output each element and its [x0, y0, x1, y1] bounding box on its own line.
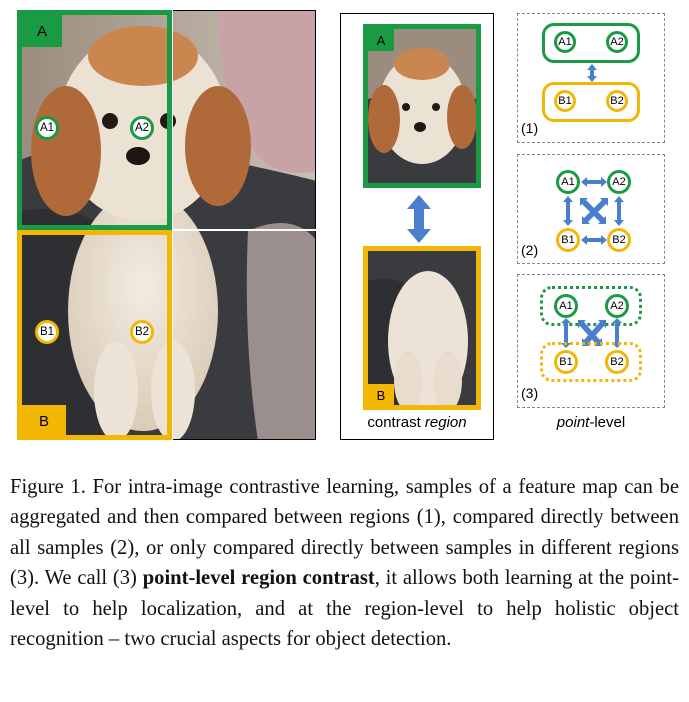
point-level-caption-plain: -level [589, 414, 626, 431]
crop-b-label: B [368, 384, 394, 406]
panel1-point-a2: A2 [606, 31, 628, 53]
caption-bold-term: point-level region contrast [142, 567, 375, 590]
panel2-arrows [563, 177, 624, 245]
panel1-number: (1) [521, 120, 539, 136]
region-b-label: B [22, 405, 66, 437]
panel2-point-a2: A2 [607, 170, 631, 194]
panel1-arrow [587, 64, 597, 82]
point-a1: A1 [35, 116, 59, 140]
dog-photo-illustration [18, 11, 315, 439]
point-level-caption: point-level [517, 414, 665, 431]
point-b1: B1 [35, 320, 59, 344]
contrast-region-caption-italic: region [424, 414, 467, 431]
crop-a-image [368, 29, 476, 183]
caption-text-1: Figure 1. For intra-image contrastive le… [10, 476, 679, 590]
region-b-outline [17, 230, 172, 440]
point-level-caption-italic: point [556, 414, 590, 431]
panel3-arrows [561, 318, 622, 348]
crop-a-label: A [368, 29, 394, 51]
panel1-point-b1: B1 [554, 90, 576, 112]
panel1-point-b2: B2 [606, 90, 628, 112]
panel3-number: (3) [521, 385, 539, 401]
grid-vertical-line [171, 10, 173, 440]
point-b2: B2 [130, 320, 154, 344]
panel3-point-b1: B1 [554, 350, 578, 374]
crop-b-image [368, 251, 476, 405]
panel3-point-b2: B2 [605, 350, 629, 374]
panel3-group-b [540, 342, 642, 382]
dog-photo [17, 10, 316, 440]
figure-caption: Figure 1. For intra-image contrastive le… [10, 472, 679, 654]
region-a-outline [17, 10, 172, 230]
contrast-region-panel [340, 13, 494, 440]
crop-b [363, 246, 481, 410]
region-a-label: A [22, 15, 62, 47]
contrast-region-caption-plain: contrast [367, 414, 425, 431]
panel3-point-a1: A1 [554, 294, 578, 318]
panel1-group-a [542, 23, 640, 63]
panel1-group-b [542, 82, 640, 122]
panel2-point-b1: B1 [556, 228, 580, 252]
panel2-number: (2) [521, 242, 539, 258]
panel2-point-a1: A1 [556, 170, 580, 194]
double-arrow-vertical [407, 195, 431, 243]
contrast-region-caption: contrast region [340, 414, 494, 431]
panel2-point-b2: B2 [607, 228, 631, 252]
panel3-point-a2: A2 [605, 294, 629, 318]
crop-a [363, 24, 481, 188]
point-a2: A2 [130, 116, 154, 140]
caption-text-2: , it allows both learning at the point-l… [10, 567, 679, 651]
panel3-group-a [540, 286, 642, 326]
panel1-point-a1: A1 [554, 31, 576, 53]
